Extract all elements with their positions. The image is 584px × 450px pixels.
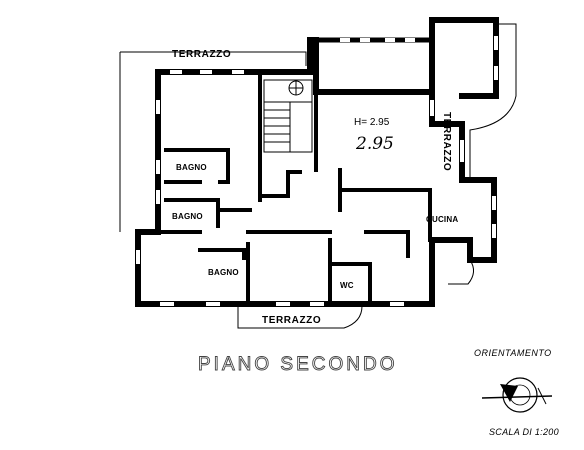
windows	[136, 36, 498, 306]
scale-label: SCALA DI 1:200	[489, 427, 559, 437]
bath-2-label: BAGNO	[172, 212, 203, 221]
terrace-right-label: TERRAZZO	[441, 112, 452, 171]
terrace-outlines	[119, 23, 517, 329]
kitchen-label: CUCINA	[426, 215, 458, 224]
room-height-note: H= 2.95	[354, 117, 390, 128]
staircase	[263, 79, 313, 153]
labels: TERRAZZO TERRAZZO TERRAZZO BAGNO BAGNO B…	[172, 49, 458, 326]
bath-1-label: BAGNO	[176, 163, 207, 172]
room-height-handwritten: 2.95	[355, 134, 394, 154]
wc-label: WC	[340, 281, 354, 290]
interior-walls	[136, 70, 432, 306]
compass-icon	[481, 377, 553, 413]
floor-title: PIANO SECONDO	[198, 354, 398, 376]
terrace-bottom-label: TERRAZZO	[262, 315, 321, 326]
bath-3-label: BAGNO	[208, 268, 239, 277]
orientation-label: ORIENTAMENTO	[474, 348, 552, 358]
terrace-top-label: TERRAZZO	[172, 49, 231, 60]
